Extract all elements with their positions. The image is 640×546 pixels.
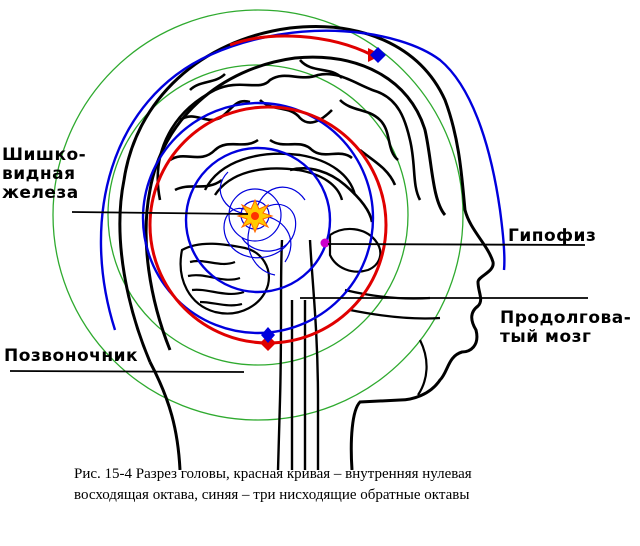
pituitary-dot-icon: [320, 238, 330, 248]
caption-line-1: Рис. 15-4 Разрез головы, красная кривая …: [74, 466, 472, 482]
caption-line-2: восходящая октава, синяя – три нисходящи…: [74, 487, 470, 503]
pineal-label: Шишко- видная железа: [2, 145, 87, 203]
figure-caption: Рис. 15-4 Разрез головы, красная кривая …: [74, 464, 594, 506]
brainstem: [276, 239, 320, 470]
head-section-diagram: [9, 9, 588, 470]
pineal-glow-icon: [236, 198, 274, 234]
curve-markers: [260, 47, 386, 351]
head-outline: [118, 25, 495, 470]
brain-gyri: [156, 59, 422, 223]
pituitary-label: Гипофиз: [508, 226, 597, 246]
blue-curves: [99, 29, 506, 335]
pointer-lines: [9, 211, 588, 373]
green-circles: [52, 9, 464, 421]
medulla-label: Продолгова- тый мозг: [500, 308, 632, 347]
corpus-callosum: [203, 152, 357, 201]
blue-marker-top: [370, 47, 386, 63]
blue-marker-bottom: [261, 327, 275, 343]
spine-label: Позвоночник: [4, 346, 139, 366]
